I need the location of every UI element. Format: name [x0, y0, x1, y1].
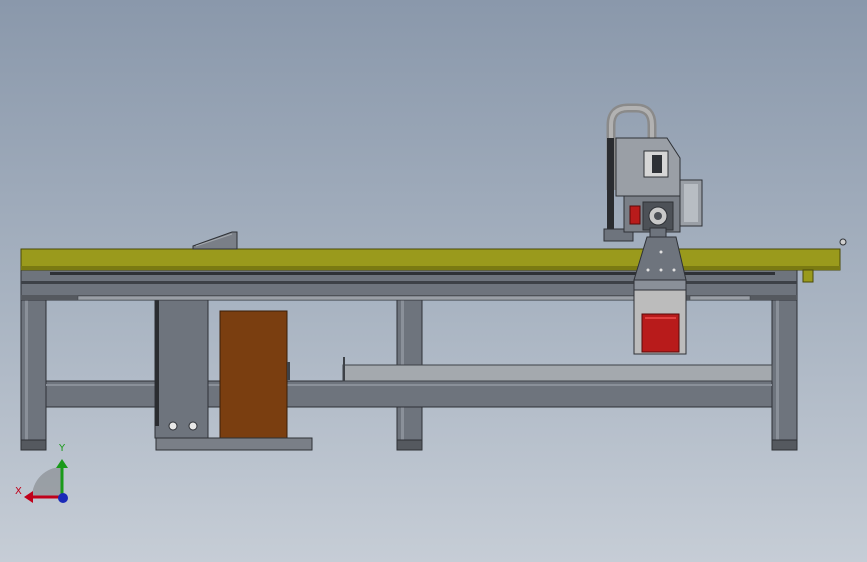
- triad-x-label: X: [15, 486, 22, 497]
- lower-shelf: [342, 357, 773, 382]
- x-axis-arrow-icon: [24, 491, 62, 503]
- coordinate-triad[interactable]: [24, 459, 68, 503]
- electrical-cabinet: [154, 299, 313, 451]
- frame-legs: [20, 299, 798, 451]
- y-axis-arrow-icon: [56, 459, 68, 497]
- left-stop-bracket: [192, 231, 238, 250]
- z-axis-dot-icon: [58, 493, 68, 503]
- spindle-head: [603, 103, 703, 242]
- triad-y-label: Y: [59, 443, 66, 454]
- gantry-carriage: [633, 236, 687, 355]
- table-top: [20, 238, 847, 283]
- triad-plane-icon: [32, 467, 62, 497]
